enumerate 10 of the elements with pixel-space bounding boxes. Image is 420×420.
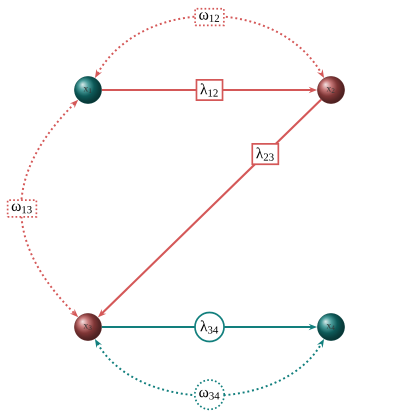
edge-label: λ$_{12}$ — [196, 79, 224, 101]
edge-label: ω$_{13}$ — [6, 199, 38, 218]
edge-label: ω$_{34}$ — [194, 379, 226, 410]
node-label: x$_{4}$ — [326, 324, 335, 330]
edge-label: ω$_{12}$ — [194, 8, 225, 26]
node-label: x$_{1}$ — [84, 87, 92, 93]
node-label: x$_{3}$ — [84, 324, 92, 330]
edge-label: λ$_{23}$ — [251, 143, 280, 166]
node-label: x$_{2}$ — [326, 87, 334, 93]
edge-label: λ$_{34}$ — [194, 312, 225, 342]
